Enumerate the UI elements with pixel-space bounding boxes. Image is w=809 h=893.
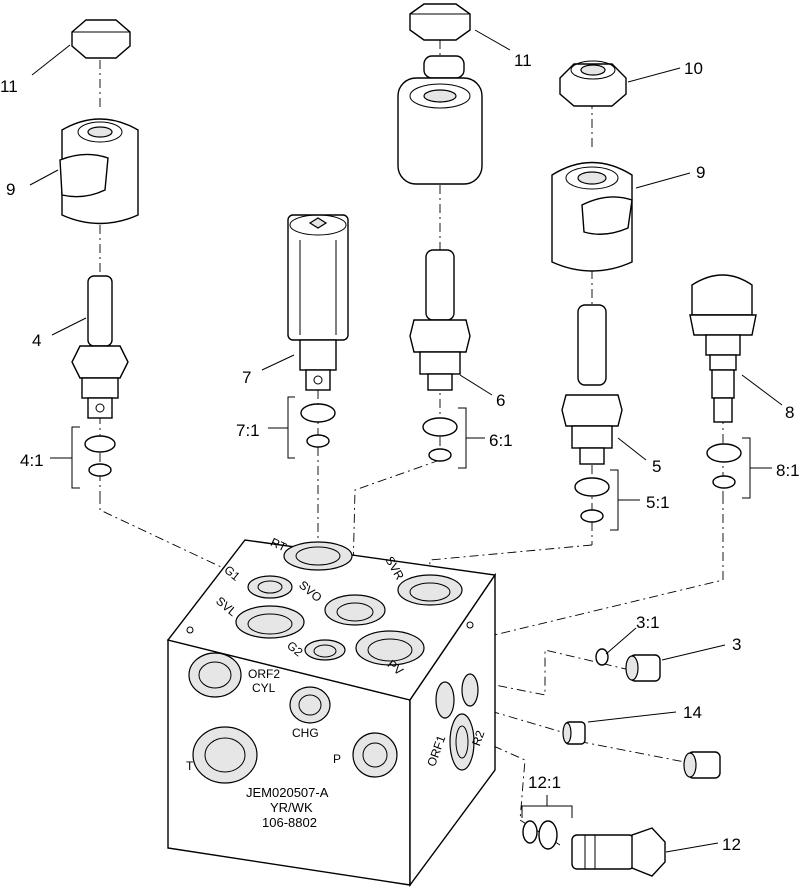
orifice-14 bbox=[562, 721, 586, 745]
callout-11-center: 11 bbox=[514, 51, 532, 70]
leader-lines bbox=[29, 29, 783, 853]
port-label-r2: R2 bbox=[469, 728, 488, 748]
manifold-block: RT G1 SVO SVR SVL G2 PV ORF2 CYL CHG T P… bbox=[166, 535, 497, 888]
callout-8-1: 8:1 bbox=[776, 461, 800, 480]
seal-3-1 bbox=[595, 648, 609, 666]
callout-14: 14 bbox=[683, 703, 702, 722]
callout-9-right: 9 bbox=[696, 163, 705, 182]
callout-4-1: 4:1 bbox=[20, 451, 44, 470]
port-label-p: P bbox=[333, 752, 341, 766]
cartridge-valve-4 bbox=[71, 275, 129, 419]
plug-12 bbox=[571, 827, 666, 877]
callout-5-1: 5:1 bbox=[646, 493, 670, 512]
plug-3 bbox=[625, 654, 661, 682]
component-stack-center bbox=[397, 3, 483, 462]
seal-kit-5-1 bbox=[574, 477, 610, 523]
front-ports bbox=[188, 652, 398, 784]
seal-kit-8-1 bbox=[706, 443, 742, 489]
stamp-line-2: YR/WK bbox=[270, 800, 313, 815]
port-label-orf2: ORF2 bbox=[248, 667, 280, 681]
callout-3-1: 3:1 bbox=[636, 613, 660, 632]
cartridge-valve-6 bbox=[409, 249, 471, 391]
coil-9-left bbox=[59, 118, 139, 225]
port-label-cyl: CYL bbox=[252, 681, 276, 695]
side-ports bbox=[435, 673, 479, 771]
hex-nut-11-center bbox=[409, 3, 471, 41]
seal-kit-4-1 bbox=[84, 435, 116, 477]
callout-10: 10 bbox=[684, 59, 703, 78]
nut-10 bbox=[559, 60, 627, 107]
callout-7-1: 7:1 bbox=[236, 421, 260, 440]
callout-12-1: 12:1 bbox=[528, 773, 561, 792]
top-ports bbox=[186, 541, 474, 666]
relief-valve-7 bbox=[287, 214, 349, 391]
port-label-chg: CHG bbox=[292, 726, 319, 740]
part-stamp: JEM020507-A YR/WK 106-8802 bbox=[246, 785, 329, 830]
hex-nut-11-left bbox=[71, 19, 131, 59]
component-stack-left bbox=[59, 19, 139, 477]
valve-8 bbox=[689, 274, 757, 423]
component-stack-right bbox=[551, 60, 633, 523]
callout-6-1: 6:1 bbox=[489, 431, 513, 450]
callout-4: 4 bbox=[32, 331, 41, 350]
coil-9-right bbox=[551, 161, 633, 272]
callout-9-left: 9 bbox=[6, 180, 15, 199]
port-label-t: T bbox=[186, 759, 194, 773]
callout-5: 5 bbox=[652, 457, 661, 476]
seal-kit-12-1 bbox=[522, 820, 558, 850]
callout-7: 7 bbox=[242, 368, 251, 387]
seal-kit-6-1 bbox=[422, 417, 458, 462]
stamp-line-3: 106-8802 bbox=[262, 815, 317, 830]
port-label-rt: RT bbox=[268, 535, 289, 555]
plug-lower bbox=[683, 751, 721, 779]
stamp-line-1: JEM020507-A bbox=[246, 785, 329, 800]
callout-8: 8 bbox=[785, 403, 794, 422]
kit-brackets bbox=[50, 396, 772, 818]
spacer-center bbox=[423, 55, 465, 79]
callout-6: 6 bbox=[496, 391, 505, 410]
seal-kit-7-1 bbox=[300, 403, 336, 448]
callout-labels: 11 9 4 4:1 7 7:1 11 6 6:1 10 9 5 5:1 8 8… bbox=[0, 51, 800, 854]
coil-center bbox=[397, 77, 483, 185]
callout-12: 12 bbox=[722, 835, 741, 854]
callout-3: 3 bbox=[732, 635, 741, 654]
callout-11-left: 11 bbox=[0, 77, 18, 96]
cartridge-valve-5 bbox=[561, 304, 623, 465]
